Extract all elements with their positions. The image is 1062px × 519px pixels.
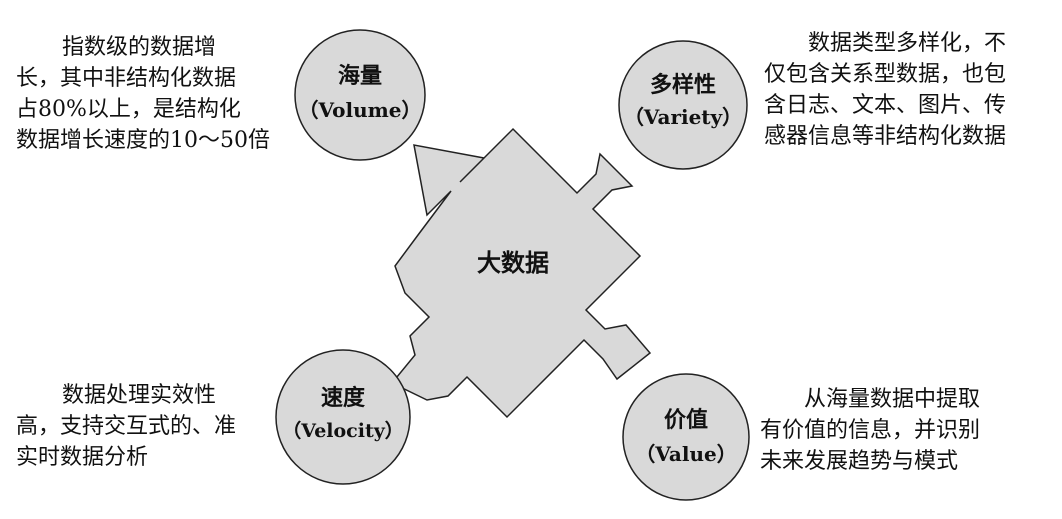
value-desc-line: 有价值的信息，并识别 xyxy=(760,418,981,443)
volume-description: 指数级的数据增 长，其中非结构化数据 占80%以上，是结构化 数据增长速度的10… xyxy=(16,32,270,156)
volume-desc-line: 指数级的数据增 xyxy=(62,35,217,60)
velocity-title: 速度 xyxy=(321,385,366,411)
center-diamond-with-arrows xyxy=(390,127,652,419)
velocity-desc-line: 数据处理实效性 xyxy=(62,383,217,408)
variety-desc-line: 感器信息等非结构化数据 xyxy=(764,124,1007,149)
variety-subtitle: （Variety） xyxy=(624,105,742,129)
variety-title: 多样性 xyxy=(650,72,716,98)
volume-desc-line: 数据增长速度的10～50倍 xyxy=(16,128,270,153)
variety-desc-line: 仅包含关系型数据，也包 xyxy=(764,62,1007,87)
volume-title: 海量 xyxy=(338,63,382,89)
variety-description: 数据类型多样化，不 仅包含关系型数据，也包 含日志、文本、图片、传 感器信息等非… xyxy=(764,28,1006,152)
center-label: 大数据 xyxy=(477,249,549,277)
velocity-desc-line: 高，支持交互式的、准 xyxy=(16,414,237,439)
velocity-circle xyxy=(275,349,411,485)
velocity-subtitle: （Velocity） xyxy=(282,419,404,442)
variety-desc-line: 含日志、文本、图片、传 xyxy=(764,93,1007,118)
volume-circle xyxy=(294,29,426,161)
value-desc-line: 未来发展趋势与模式 xyxy=(760,449,959,474)
value-circle xyxy=(622,373,750,501)
value-desc-line: 从海量数据中提取 xyxy=(804,387,981,412)
volume-desc-line: 长，其中非结构化数据 xyxy=(16,66,237,91)
volume-subtitle: （Volume） xyxy=(298,98,421,122)
velocity-description: 数据处理实效性 高，支持交互式的、准 实时数据分析 xyxy=(16,380,236,473)
volume-desc-line: 占80%以上，是结构化 xyxy=(16,97,241,122)
variety-circle xyxy=(618,40,748,170)
velocity-desc-line: 实时数据分析 xyxy=(16,445,149,470)
variety-desc-line: 数据类型多样化，不 xyxy=(808,31,1007,56)
value-subtitle: （Value） xyxy=(635,442,737,466)
value-description: 从海量数据中提取 有价值的信息，并识别 未来发展趋势与模式 xyxy=(760,384,980,477)
value-title: 价值 xyxy=(664,407,708,433)
